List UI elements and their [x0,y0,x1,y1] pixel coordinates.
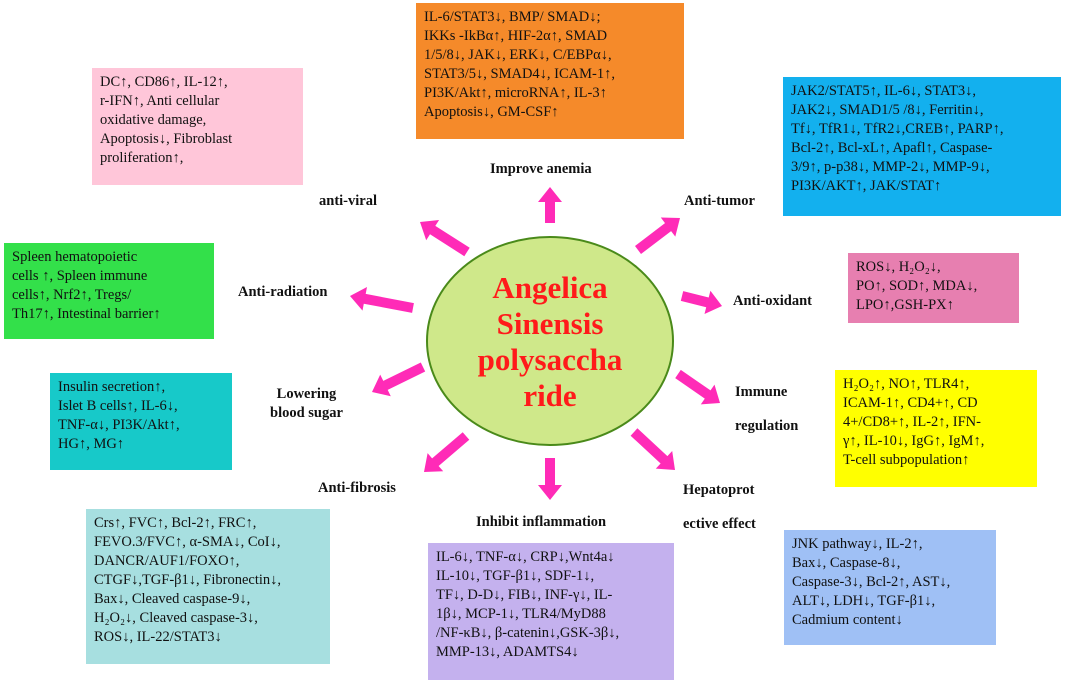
box-anti-tumor: JAK2/STAT5↑, IL-6↓, STAT3↓, JAK2↓, SMAD1… [783,77,1061,216]
label-anti-tumor: Anti-tumor [684,193,755,209]
label-anti-oxidant: Anti-oxidant [733,293,812,309]
center-title: Angelica Sinensis polysaccha ride [477,270,623,413]
label-inhibit-inflammation: Inhibit inflammation [476,514,607,530]
box-hepatoprotective: JNK pathway↓, IL-2↑, Bax↓, Caspase-8↓, C… [784,530,996,645]
arrow-anti-viral [420,220,470,257]
label-anti-radiation: Anti-radiation [238,284,328,300]
arrow-immune-regulation [675,369,720,405]
label-hepatoprotective: Hepatoprot ective effect [683,482,756,532]
box-immune-regulation: H₂O₂↑, NO↑, TLR4↑, ICAM-1↑, CD4+↑, CD 4+… [835,370,1037,487]
arrow-anti-fibrosis [424,432,470,472]
box-anti-fibrosis: Crs↑, FVC↑, Bcl-2↑, FRC↑, FEVO.3/FVC↑, α… [86,509,330,664]
label-immune-regulation: Immune regulation [735,384,799,434]
label-lowering-blood-sugar: Lowering blood sugar [270,386,343,421]
box-inhibit-inflammation: IL-6↓, TNF-α↓, CRP↓,Wnt4a↓ IL-10↓, TGF-β… [428,543,674,680]
arrow-improve-anemia [538,187,562,223]
arrow-hepatoprotective [630,428,675,470]
arrow-anti-oxidant [680,290,722,314]
arrow-anti-radiation [350,287,414,313]
label-anti-fibrosis: Anti-fibrosis [318,480,396,496]
box-improve-anemia: IL-6/STAT3↓, BMP/ SMAD↓; IKKs -IkBα↑, HI… [416,3,684,139]
box-lowering-blood-sugar: Insulin secretion↑, Islet B cells↑, IL-6… [50,373,232,470]
arrow-lowering-blood-sugar [372,362,426,397]
box-anti-radiation: Spleen hematopoietic cells ↑, Spleen imm… [4,243,214,339]
box-anti-viral: DC↑, CD86↑, IL-12↑, r-IFN↑, Anti cellula… [92,68,303,185]
label-anti-viral: anti-viral [319,193,377,209]
arrow-anti-tumor [635,217,680,254]
center-circle [426,236,674,446]
arrows-group [350,187,722,500]
box-anti-oxidant: ROS↓, H₂O₂↓, PO↑, SOD↑, MDA↓, LPO↑,GSH-P… [848,253,1019,323]
label-improve-anemia: Improve anemia [490,161,592,177]
arrow-inhibit-inflammation [538,458,562,500]
